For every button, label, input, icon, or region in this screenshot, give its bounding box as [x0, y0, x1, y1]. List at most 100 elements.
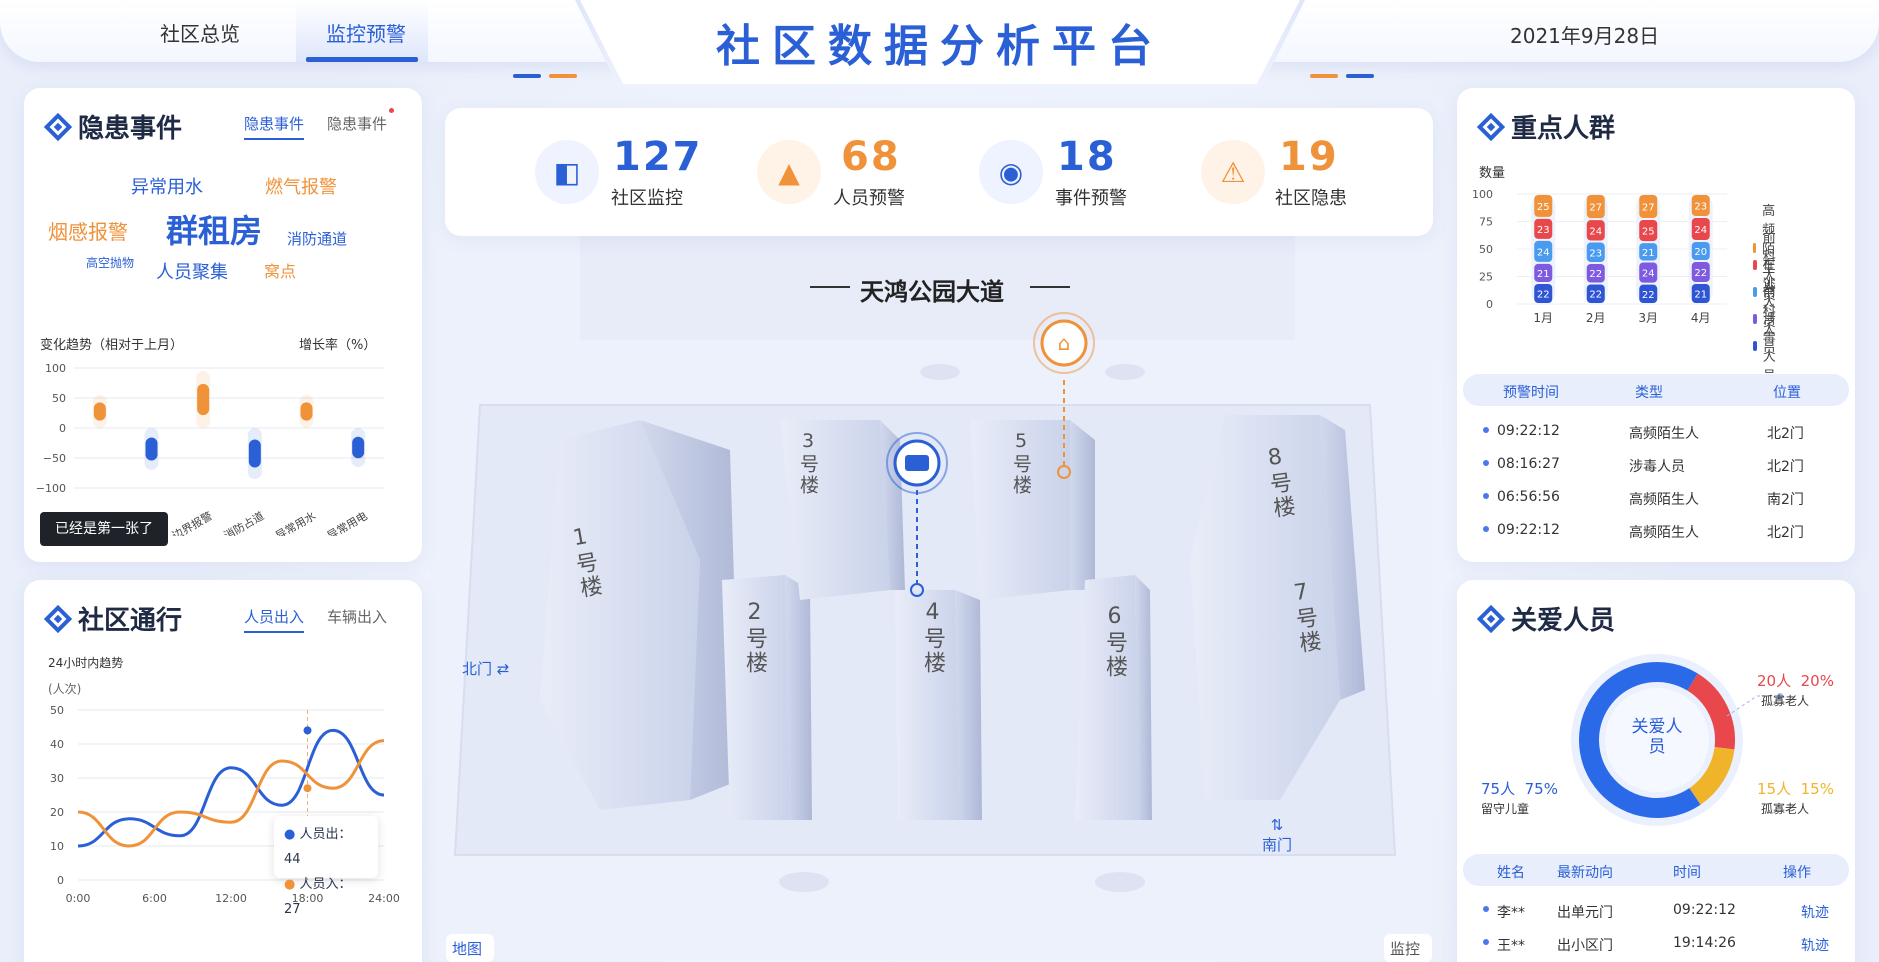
building-4-label[interactable]: 4号楼: [920, 600, 945, 675]
segment-label: 25: [1642, 227, 1655, 238]
x-tick-label: 18:00: [292, 892, 324, 902]
care-people-card: 关爱人员 关爱人员 20人 20% 孤寡老人 75人 75% 留守儿童 15人 …: [1457, 580, 1855, 962]
diamond-icon: [1476, 112, 1506, 141]
word-gas-alarm[interactable]: 燃气报警: [265, 177, 337, 198]
track-link[interactable]: 轨迹: [1801, 905, 1829, 921]
x-tick-label: 4月: [1691, 311, 1711, 325]
legend-item: 在逃人员: [1753, 254, 1782, 330]
word-abnormal-water[interactable]: 异常用水: [131, 177, 203, 198]
x-tick-label: 3月: [1638, 311, 1658, 325]
hazard-events-card: 隐患事件 隐患事件 隐患事件 异常用水 燃气报警 烟感报警 群租房 消防通道 高…: [24, 88, 422, 562]
x-tick-label: 6:00: [142, 892, 167, 902]
tab-monitoring-alerts[interactable]: 监控预警: [326, 22, 406, 46]
count-axis-label: 数量: [1479, 166, 1506, 181]
tab-hazard-events-2[interactable]: 隐患事件: [327, 115, 388, 133]
table-cell: 高频陌生人: [1629, 525, 1699, 541]
care-label-3: 15人 15%: [1757, 780, 1834, 798]
map-view-button[interactable]: 地图显示: [446, 934, 494, 962]
trend-label: 变化趋势（相对于上月）: [40, 338, 184, 353]
track-link[interactable]: 轨迹: [1801, 938, 1829, 954]
table-cell: 出小区门: [1557, 938, 1613, 954]
table-cell: 出单元门: [1557, 905, 1613, 921]
table-cell: 高频陌生人: [1629, 426, 1699, 442]
row-bullet: [1483, 939, 1489, 945]
word-den[interactable]: 窝点: [264, 262, 297, 281]
segment-label: 22: [1537, 289, 1550, 300]
segment-label: 21: [1694, 290, 1707, 301]
stack-segment: [1586, 263, 1605, 283]
north-gate-label[interactable]: 北门 ⇄: [462, 660, 510, 678]
trend-bar: [352, 436, 365, 459]
y-tick-label: 10: [50, 840, 64, 853]
segment-label: 25: [1537, 202, 1550, 213]
tab-community-overview[interactable]: 社区总览: [160, 22, 240, 46]
word-smoke-alarm[interactable]: 烟感报警: [48, 220, 128, 244]
building-3-label[interactable]: 3号楼: [797, 430, 819, 496]
word-group-rental[interactable]: 群租房: [166, 212, 263, 250]
key-people-stacked-chart: 025507510022212423251月22222324272月222421…: [1472, 188, 1727, 325]
y-tick-label: −100: [36, 482, 66, 495]
stack-segment: [1534, 283, 1553, 303]
stat-event-count: 18: [1057, 134, 1117, 180]
siren-icon: ▲: [757, 140, 821, 204]
segment-label: 23: [1537, 225, 1550, 236]
trend-bar: [93, 402, 106, 421]
tab-vehicle-access[interactable]: 车辆出入: [327, 608, 388, 626]
y-tick-label: 100: [1472, 188, 1493, 201]
trend-bar: [248, 439, 261, 468]
hazard-trend-chart: 100500−50−100边界报警消防占道异常用水异常用电: [36, 362, 384, 536]
building-2-label[interactable]: 2号楼: [742, 600, 767, 675]
donut-slice: [1686, 673, 1735, 750]
word-fire-lane[interactable]: 消防通道: [287, 230, 348, 248]
segment-label: 21: [1642, 248, 1655, 259]
table-cell: 南2门: [1767, 492, 1804, 508]
col-name: 姓名: [1497, 865, 1525, 881]
highlight-point: [303, 784, 312, 793]
building-5-label[interactable]: 5号楼: [1010, 430, 1032, 496]
rate-label: 增长率（%）: [299, 338, 377, 353]
stack-segment: [1691, 218, 1710, 240]
stack-segment: [1586, 284, 1605, 303]
y-tick-label: 0: [1486, 298, 1493, 311]
stack-segment: [1586, 220, 1605, 241]
stack-segment: [1691, 242, 1710, 260]
road-label: 天鸿公园大道: [860, 278, 1004, 306]
stat-personnel-count: 68: [841, 134, 901, 180]
tab-person-access[interactable]: 人员出入: [244, 608, 305, 633]
tab-hazard-events-1[interactable]: 隐患事件: [244, 115, 305, 140]
stack-segment: [1639, 195, 1658, 218]
monitor-view-button[interactable]: 监控视图: [1384, 934, 1432, 962]
trend-bar: [145, 437, 158, 461]
word-crowd-gathering[interactable]: 人员聚集: [156, 262, 228, 283]
legend-swatch: [1753, 287, 1757, 297]
word-falling-objects[interactable]: 高空抛物: [86, 256, 135, 270]
stack-segment: [1534, 240, 1553, 262]
stack-segment: [1639, 284, 1658, 303]
highlight-point: [303, 726, 312, 735]
legend-item: 高频陌生人: [1753, 200, 1782, 295]
x-tick-label: 1月: [1533, 311, 1553, 325]
segment-label: 24: [1537, 247, 1550, 258]
x-tick-label: 24:00: [368, 892, 400, 902]
care-table-header: 姓名 最新动向 时间 操作: [1463, 854, 1849, 886]
segment-label: 22: [1589, 269, 1602, 280]
diamond-icon: [43, 604, 73, 633]
header-deco: [549, 74, 577, 78]
legend-item: 前科人员: [1753, 281, 1782, 357]
diamond-icon: [43, 112, 73, 141]
y-tick-label: 30: [50, 772, 64, 785]
donut-center: [1605, 688, 1709, 792]
y-tick-label: 75: [1479, 216, 1493, 229]
legend-label: 涉毒人员: [1762, 312, 1776, 384]
camera-icon: ◧: [535, 140, 599, 204]
x-tick-label: 12:00: [215, 892, 247, 902]
x-tick-label: 2月: [1586, 311, 1606, 325]
south-gate-label[interactable]: ⇅南门: [1262, 816, 1293, 854]
stats-panel: ◧ 127 社区监控 ▲ 68 人员预警 ◉ 18 事件预警 ⚠ 19 社区隐患: [445, 108, 1433, 236]
building-6-label[interactable]: 6号楼: [1102, 604, 1127, 679]
warning-icon: ⚠: [1201, 140, 1265, 204]
